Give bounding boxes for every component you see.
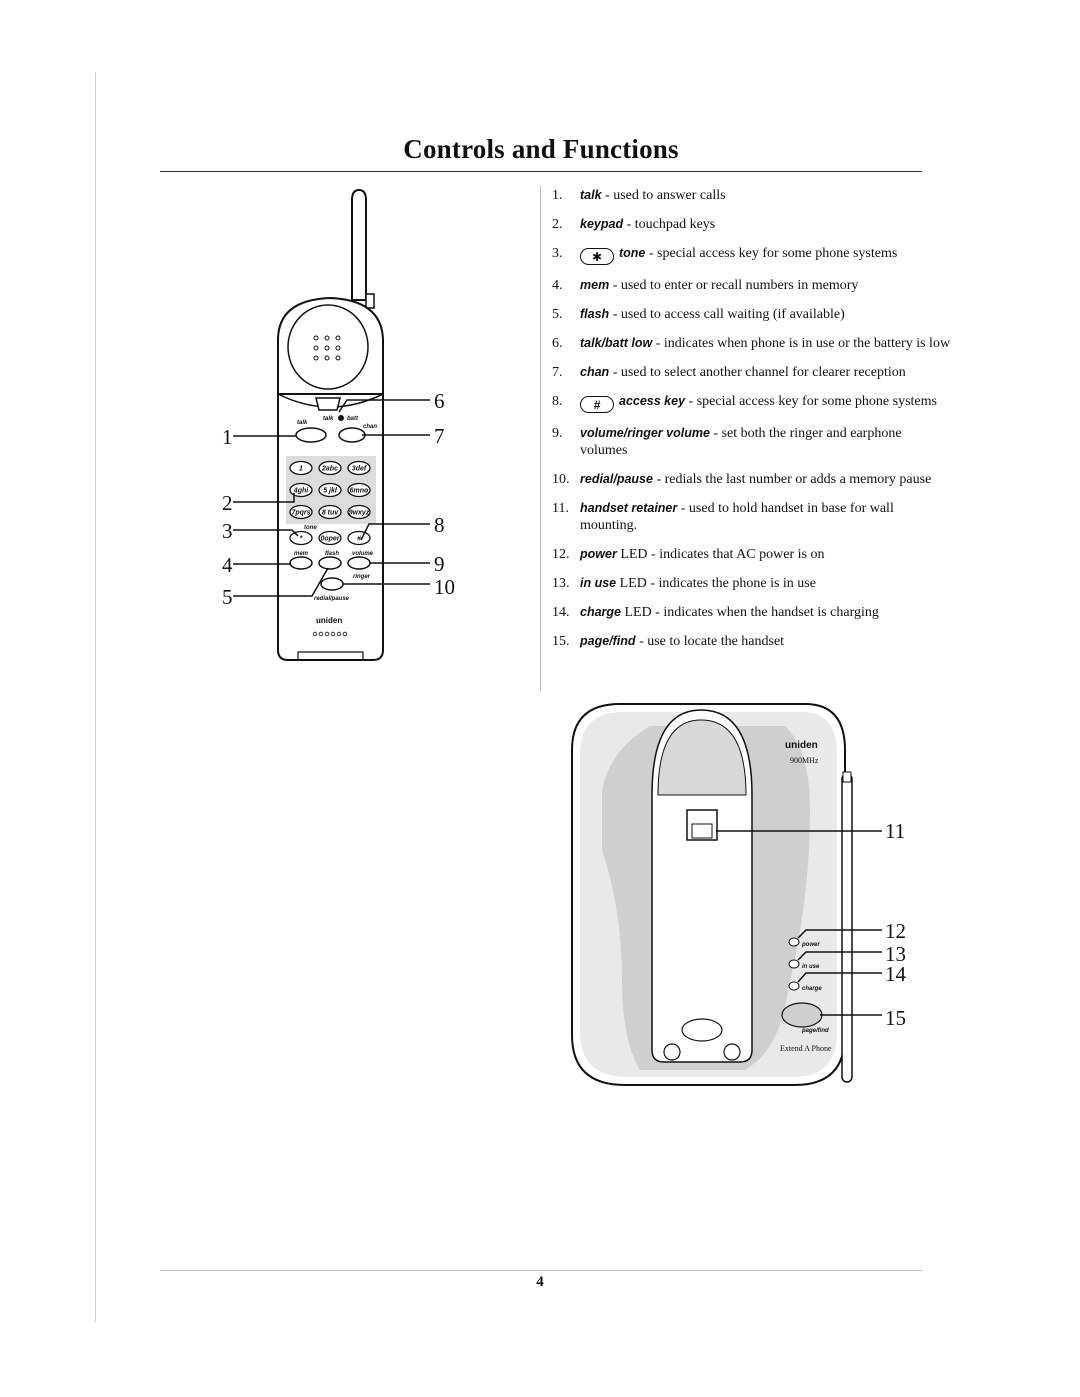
- callout-9: 9: [434, 552, 445, 576]
- redial-label: redial/pause: [314, 596, 350, 602]
- list-item: 2.keypad - touchpad keys: [552, 217, 716, 232]
- base-footer-label: Extend A Phone: [780, 1044, 832, 1053]
- callout-3: 3: [222, 519, 233, 543]
- keypad-key-label: 9wxyz: [349, 510, 370, 517]
- chan-label: chan: [363, 424, 377, 430]
- callout-10: 10: [434, 575, 455, 599]
- keypad-key-label: 0oper: [320, 536, 340, 543]
- list-item: 12.power LED - indicates that AC power i…: [552, 547, 825, 562]
- keypad-key-label: 5 jkl: [323, 488, 338, 495]
- star-key-icon: ✱: [580, 248, 614, 265]
- list-margin-rule: [540, 186, 541, 691]
- tone-label: tone: [304, 525, 317, 531]
- charge-led-label: charge: [802, 986, 822, 992]
- list-item: 6.talk/batt low - indicates when phone i…: [552, 336, 951, 351]
- list-item: 13.in use LED - indicates the phone is i…: [552, 576, 816, 591]
- keypad-key[interactable]: [318, 460, 342, 476]
- keypad-key-label: #: [357, 536, 361, 543]
- callout-7: 7: [434, 424, 445, 448]
- ringer-label: ringer: [353, 574, 371, 580]
- list-item: 3.✱tone - special access key for some ph…: [552, 246, 898, 265]
- base-brand-logo: uniden: [785, 740, 818, 751]
- mem-label: mem: [294, 551, 309, 557]
- keypad: 1 2abc 3def 4ghi 5 jkl 6mno 7pqrs 8 tuv 9wxyz * 0o…: [289, 460, 371, 546]
- keypad-key-label: 7pqrs: [291, 510, 310, 517]
- keypad-key-label: 6mno: [350, 488, 369, 495]
- talk-button[interactable]: [295, 427, 327, 443]
- callout-8: 8: [434, 513, 445, 537]
- controls-list: 1.talk - used to answer calls 2.keypad -…: [552, 187, 952, 662]
- keypad-key[interactable]: [318, 504, 342, 520]
- footer-rule: [160, 1270, 922, 1271]
- callout-15: 15: [885, 1006, 906, 1030]
- callout-1: 1: [222, 425, 233, 449]
- keypad-key[interactable]: [347, 530, 371, 546]
- list-item: 4.mem - used to enter or recall numbers …: [552, 278, 859, 293]
- keypad-key[interactable]: [318, 482, 342, 498]
- batt-talk-label: talk: [323, 416, 334, 422]
- talk-label: talk: [297, 420, 308, 426]
- list-item: 14.charge LED - indicates when the hands…: [552, 605, 879, 620]
- keypad-key[interactable]: [318, 530, 342, 546]
- callout-4: 4: [222, 553, 233, 577]
- list-item: 15.page/find - use to locate the handset: [552, 634, 785, 649]
- flash-label: flash: [325, 551, 339, 557]
- list-item: 8.#access key - special access key for s…: [552, 394, 937, 413]
- redial-button[interactable]: [320, 577, 344, 591]
- callout-11: 11: [885, 819, 905, 843]
- page-find-label: page/find: [801, 1028, 829, 1034]
- volume-button[interactable]: [347, 556, 371, 570]
- list-item: 11.handset retainer - used to hold hands…: [552, 501, 894, 533]
- batt-label: batt: [347, 416, 359, 422]
- chan-button[interactable]: [338, 427, 366, 443]
- keypad-key-label: 8 tuv: [322, 510, 339, 517]
- list-item: 1.talk - used to answer calls: [552, 188, 726, 203]
- keypad-key[interactable]: [289, 504, 313, 520]
- keypad-key-label: 4ghi: [293, 488, 309, 495]
- callout-12: 12: [885, 919, 906, 943]
- callout-6: 6: [434, 389, 445, 413]
- list-item: 10.redial/pause - redials the last numbe…: [552, 472, 932, 487]
- in-use-led-label: in use: [802, 964, 820, 970]
- list-item: 5.flash - used to access call waiting (i…: [552, 307, 845, 322]
- keypad-key[interactable]: [347, 482, 371, 498]
- keypad-key-label: 2abc: [321, 466, 338, 473]
- keypad-key-label: *: [300, 536, 303, 543]
- flash-button[interactable]: [318, 556, 342, 570]
- keypad-key-label: 3def: [352, 466, 367, 473]
- handset-brand-logo: uniden: [316, 616, 342, 625]
- keypad-key[interactable]: [347, 460, 371, 476]
- base-illustration: uniden 900MHz power in use charge page/f…: [571, 703, 907, 1086]
- callout-5: 5: [222, 585, 233, 609]
- keypad-key[interactable]: [289, 460, 313, 476]
- mem-button[interactable]: [289, 556, 313, 570]
- list-item: 7.chan - used to select another channel …: [552, 365, 906, 380]
- callout-2: 2: [222, 491, 233, 515]
- title-underline: [160, 171, 922, 172]
- power-led-label: power: [801, 942, 820, 948]
- page-title: Controls and Functions: [403, 134, 679, 164]
- page-number: 4: [536, 1274, 544, 1290]
- page-find-button[interactable]: [781, 1002, 823, 1028]
- callout-14: 14: [885, 962, 907, 986]
- binding-margin-rule: [95, 72, 96, 1322]
- list-item: 9.volume/ringer volume - set both the ri…: [552, 426, 902, 458]
- keypad-key-label: 1: [299, 466, 303, 473]
- keypad-key[interactable]: [347, 504, 371, 520]
- callout-13: 13: [885, 942, 906, 966]
- keypad-key[interactable]: [289, 482, 313, 498]
- base-model-label: 900MHz: [790, 756, 819, 765]
- volume-label: volume: [352, 551, 374, 557]
- pound-key-icon: #: [580, 396, 614, 413]
- keypad-key[interactable]: [289, 530, 313, 546]
